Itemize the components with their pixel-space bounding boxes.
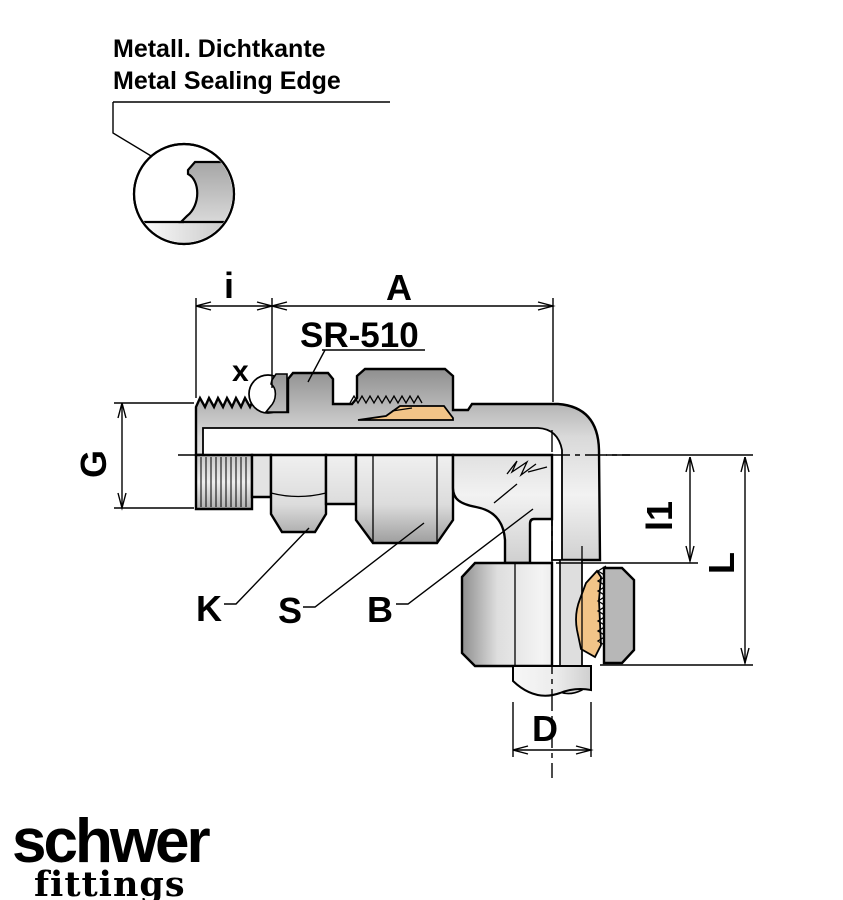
dim-label-a: A (386, 267, 412, 308)
ferrule-horizontal (357, 405, 454, 421)
leader-k (224, 527, 310, 605)
dim-label-k: K (196, 588, 222, 629)
dim-label-l1: l1 (639, 501, 680, 531)
bottom-nut-section-block (602, 566, 636, 665)
male-thread-external (194, 453, 254, 511)
detail-title-en: Metal Sealing Edge (113, 67, 341, 95)
lock-nut-chamfer (270, 492, 327, 498)
sealing-edge-detail-view: Metall. Dichtkante Metal Sealing Edge (112, 35, 390, 246)
detail-circle-rim (132, 142, 236, 246)
part-series-label: SR-510 (300, 316, 419, 355)
elbow-body (451, 453, 554, 565)
dim-label-l: L (701, 552, 742, 574)
sr510-leader (307, 349, 326, 383)
thread-crest-lines (200, 457, 247, 507)
logo-tagline-text: fittings (34, 864, 186, 900)
union-nut (354, 453, 455, 545)
detail-title-de: Metall. Dichtkante (113, 35, 326, 63)
union-thread-zigzag (349, 394, 423, 405)
vertical-outlet (460, 546, 636, 697)
logo-brand-text: schwer (12, 807, 211, 876)
surface-mark (493, 483, 518, 504)
lock-nut (269, 453, 328, 534)
fitting-body-outline (194, 367, 602, 562)
extension-lines (114, 298, 753, 757)
dim-label-i: i (224, 265, 234, 306)
leader-lines (224, 349, 534, 608)
brand-logo: schwer fittings (12, 807, 214, 900)
dim-label-g: G (73, 450, 114, 478)
bottom-nut (460, 561, 554, 668)
leader-b (396, 508, 534, 605)
detail-sealing-edge-profile (178, 160, 233, 224)
detail-marker-label: x (232, 355, 249, 388)
dimension-lines (122, 306, 745, 750)
dimension-system: i A G K S B l1 L D SR-510 x (73, 265, 753, 757)
dim-label-s: S (278, 590, 302, 631)
ferrule-bite-line (391, 407, 413, 412)
dim-label-d: D (532, 708, 558, 749)
dim-label-b: B (367, 589, 393, 630)
weld-symbol (506, 460, 537, 478)
centerlines (178, 430, 630, 778)
washer (250, 453, 273, 499)
body-neck (324, 453, 358, 506)
fitting-external-lower (194, 453, 554, 565)
weld-symbol-tail (527, 466, 548, 473)
leader-s (303, 522, 425, 608)
